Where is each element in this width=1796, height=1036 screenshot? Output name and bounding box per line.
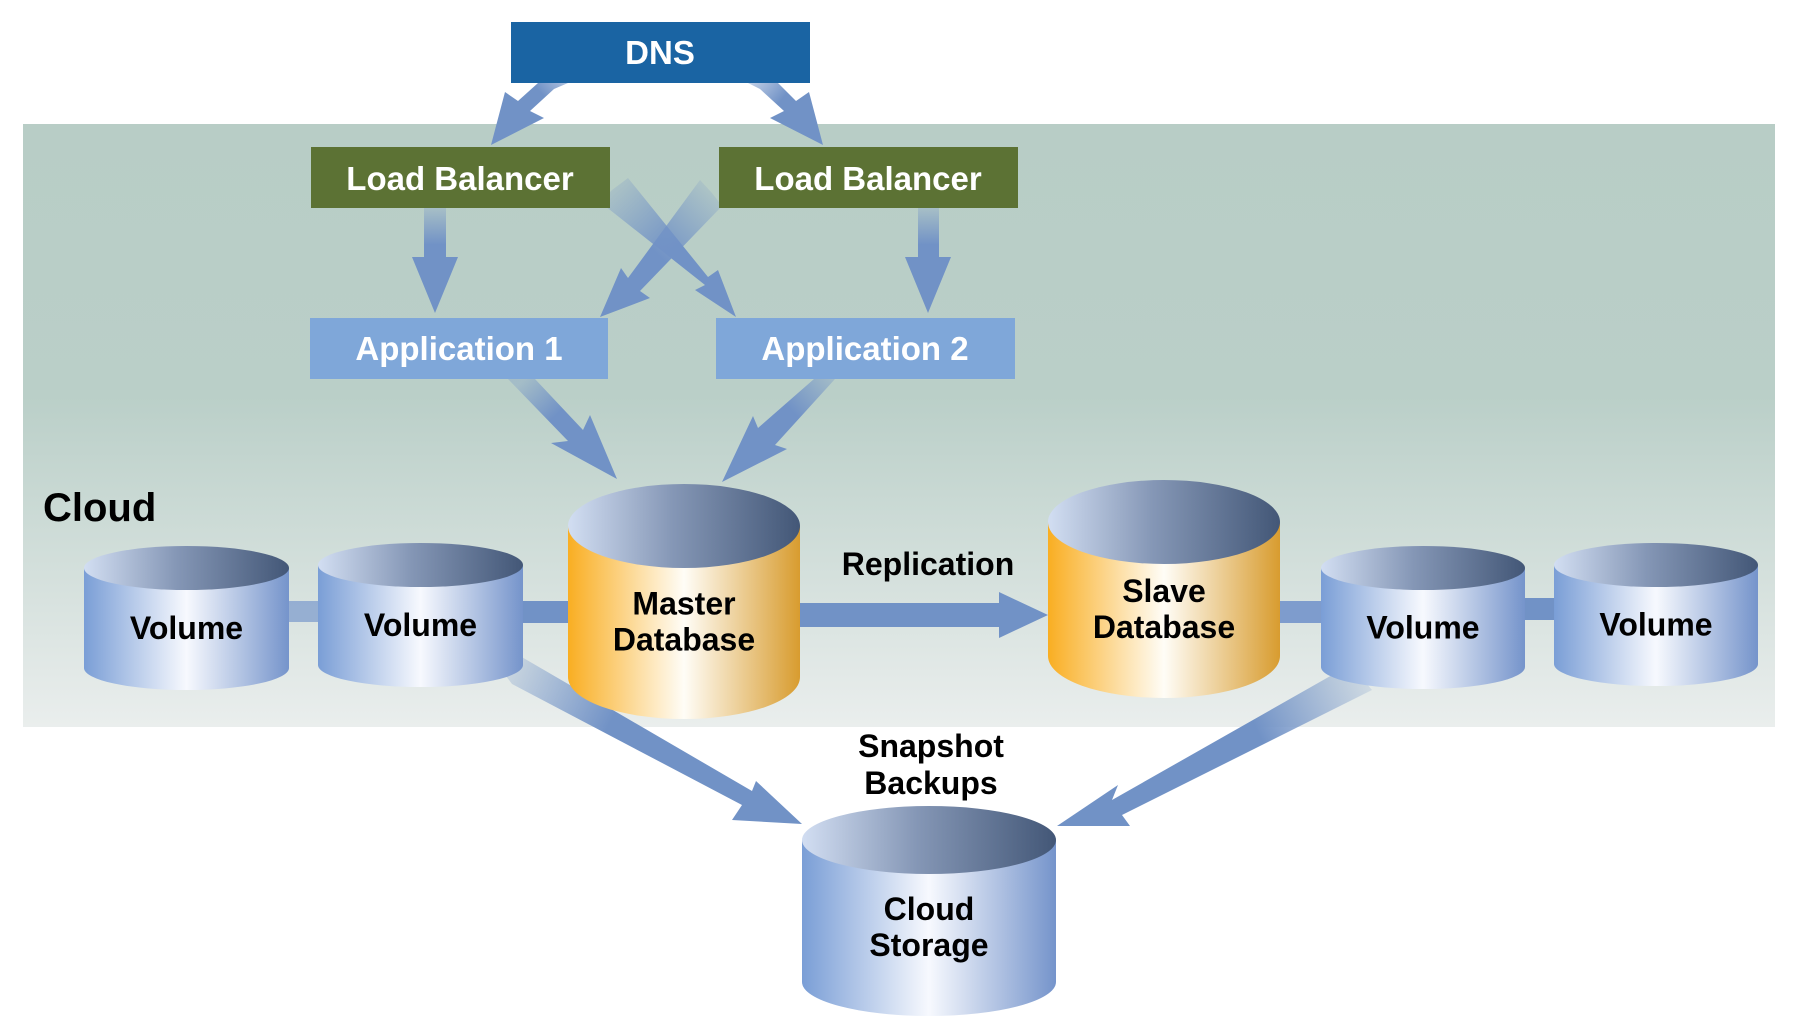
arrow-volume3-to-cloud-storage [1057, 666, 1372, 826]
master-database-label-line1: Master [632, 586, 735, 622]
cloud-storage-label-line1: Cloud [884, 891, 975, 927]
volume-2-body [318, 565, 523, 687]
arrow-volume2-to-cloud-storage [500, 656, 802, 824]
master-database-body [568, 526, 800, 719]
volume-1-label: Volume [130, 610, 243, 646]
application-1-label: Application 1 [355, 330, 562, 367]
volume-3-label: Volume [1366, 610, 1479, 646]
volume-3-top [1321, 546, 1525, 590]
volume-2-label: Volume [364, 607, 477, 643]
master-database-top [568, 484, 800, 568]
arrow-lb2-to-app2 [905, 208, 951, 313]
volume-2-top [318, 543, 523, 587]
master-database-label-line2: Database [613, 622, 755, 658]
connector-volume2-master-db [520, 601, 572, 623]
snapshot-backups-label-line1: Snapshot [858, 728, 1004, 764]
snapshot-backups-label-line2: Backups [864, 765, 997, 801]
load-balancer-2-label: Load Balancer [754, 160, 982, 197]
volume-2-node[interactable]: Volume [318, 543, 523, 687]
cloud-storage-top [802, 806, 1056, 874]
arrow-replication [800, 592, 1048, 638]
load-balancer-1-label: Load Balancer [346, 160, 574, 197]
replication-label: Replication [842, 546, 1014, 582]
cloud-region-label: Cloud [43, 486, 156, 530]
volume-3-node[interactable]: Volume [1321, 546, 1525, 689]
connector-volume3-volume4 [1521, 598, 1558, 620]
application-1-node[interactable]: Application 1 [310, 318, 608, 379]
volume-1-node[interactable]: Volume [84, 546, 289, 691]
slave-database-label-line2: Database [1093, 609, 1235, 645]
volume-1-body [84, 568, 289, 691]
application-2-label: Application 2 [761, 330, 968, 367]
slave-database-body [1048, 522, 1280, 698]
connector-slave-db-volume3 [1277, 601, 1325, 623]
arrow-dns-to-lb1 [491, 83, 568, 145]
volume-4-body [1554, 565, 1758, 686]
volume-4-label: Volume [1599, 607, 1712, 643]
connector-volume1-volume2 [285, 601, 322, 622]
cloud-storage-body [802, 840, 1056, 1016]
slave-database-label-line1: Slave [1122, 573, 1206, 609]
load-balancer-2-node[interactable]: Load Balancer [719, 147, 1018, 208]
volume-3-body [1321, 568, 1525, 689]
volume-4-node[interactable]: Volume [1554, 543, 1758, 686]
volume-4-top [1554, 543, 1758, 587]
volume-1-top [84, 546, 289, 590]
application-2-node[interactable]: Application 2 [716, 318, 1015, 379]
arrow-lb1-to-app1 [412, 208, 458, 313]
arrow-app2-to-master-db [722, 379, 835, 482]
arrow-lb2-to-app1 [600, 180, 722, 317]
load-balancer-1-node[interactable]: Load Balancer [311, 147, 610, 208]
dns-label: DNS [625, 34, 695, 71]
dns-node[interactable]: DNS [511, 22, 810, 83]
slave-database-top [1048, 480, 1280, 564]
cloud-storage-label-line2: Storage [869, 927, 988, 963]
arrow-dns-to-lb2 [748, 83, 823, 145]
arrow-app1-to-master-db [508, 379, 617, 479]
